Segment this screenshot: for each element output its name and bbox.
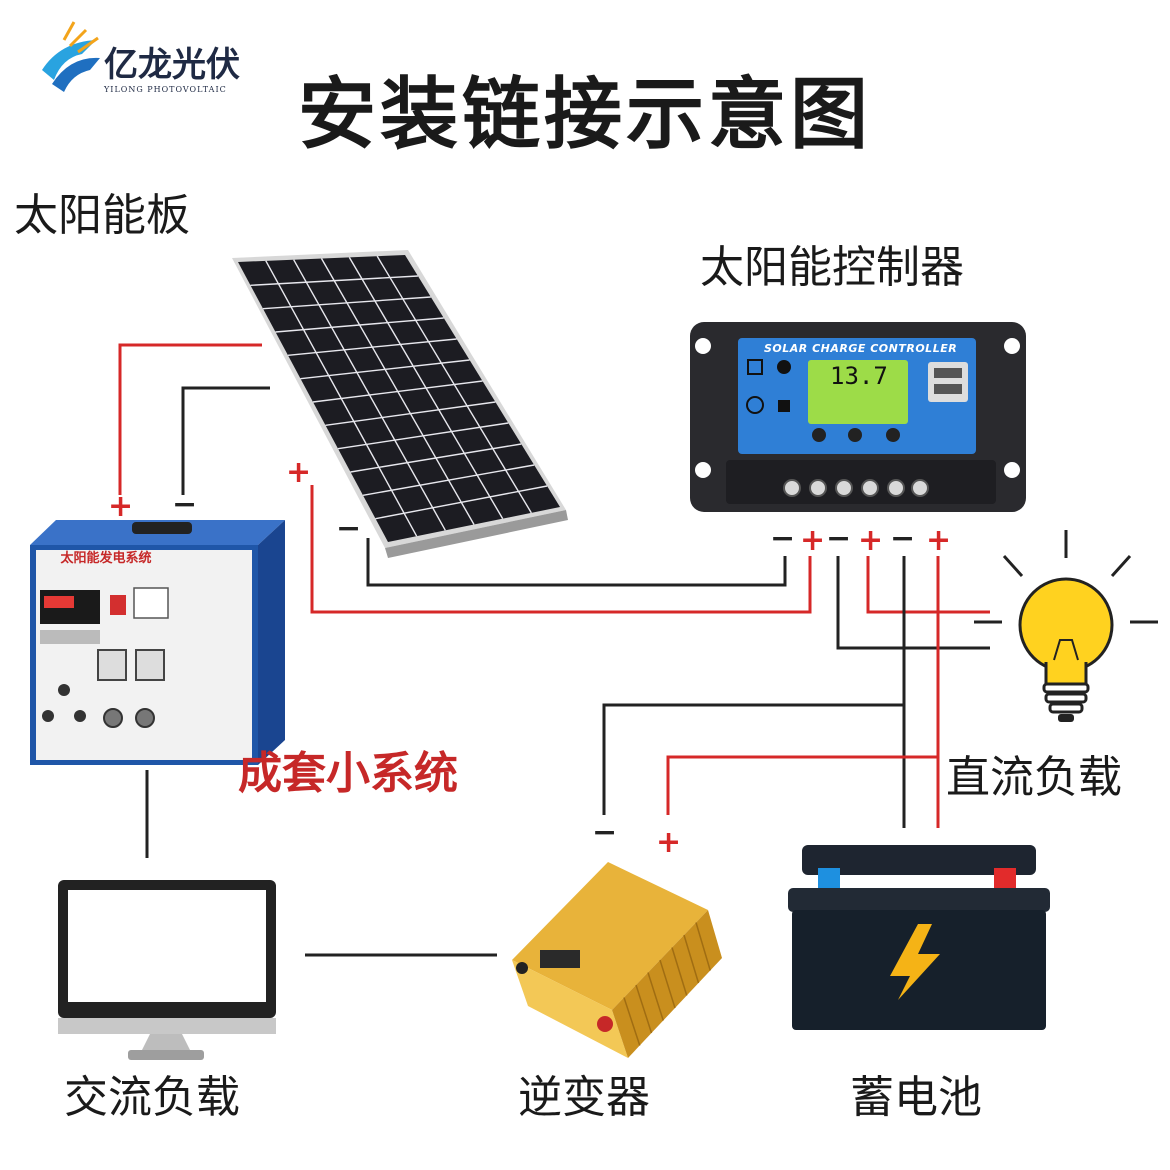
terminal-mark-box-minus: − <box>172 487 198 522</box>
light-bulb-icon <box>974 530 1158 722</box>
page-title: 安装链接示意图 <box>298 70 873 160</box>
label-solar-panel: 太阳能板 <box>14 190 190 241</box>
solar-panel <box>232 250 568 558</box>
brand-logo-icon <box>42 21 100 92</box>
wire-controller-dcload-positive <box>866 556 990 614</box>
brand-subtitle: YILONG PHOTOVOLTAIC <box>104 85 227 94</box>
wire-panel-box-positive <box>118 343 262 495</box>
terminal-mark-ctrl-6: + <box>926 523 952 558</box>
controller-caption: SOLAR CHARGE CONTROLLER <box>764 342 958 355</box>
wire-panel-controller-positive <box>310 485 812 614</box>
wire-controller-dcload-negative <box>836 556 990 650</box>
terminal-mark-inverter-plus: + <box>656 825 682 860</box>
wiring <box>118 343 990 957</box>
solar-power-system-box <box>30 520 285 765</box>
system-box-plate: 太阳能发电系统 <box>60 551 152 566</box>
controller-display-value: 13.7 <box>830 362 888 390</box>
lightning-icon <box>890 924 940 1000</box>
label-dc-load: 直流负载 <box>946 752 1122 803</box>
terminal-mark-ctrl-3: − <box>826 521 852 556</box>
label-controller: 太阳能控制器 <box>700 242 964 293</box>
inverter <box>512 862 722 1058</box>
wire-battery-inverter-positive <box>666 755 938 815</box>
wire-battery-inverter-negative <box>602 703 904 815</box>
terminal-mark-ctrl-5: − <box>890 521 916 556</box>
terminal-mark-box-plus: + <box>108 489 134 524</box>
wire-panel-box-negative <box>181 386 270 495</box>
monitor-icon <box>58 880 276 1060</box>
terminal-mark-inverter-minus: − <box>592 815 618 850</box>
terminal-mark-ctrl-2: + <box>800 523 826 558</box>
label-battery: 蓄电池 <box>850 1072 982 1123</box>
brand-name: 亿龙光伏 <box>104 45 240 85</box>
label-ac-load: 交流负载 <box>64 1072 240 1123</box>
terminal-mark-ctrl-4: + <box>858 523 884 558</box>
terminal-mark-ctrl-1: − <box>770 521 796 556</box>
label-kit: 成套小系统 <box>238 748 458 799</box>
wire-panel-controller-negative <box>366 538 787 587</box>
battery <box>788 845 1050 1030</box>
terminal-mark-panel-minus: − <box>336 511 362 546</box>
label-inverter: 逆变器 <box>518 1072 650 1123</box>
charge-controller <box>690 322 1026 512</box>
terminal-mark-panel-plus: + <box>286 455 312 490</box>
